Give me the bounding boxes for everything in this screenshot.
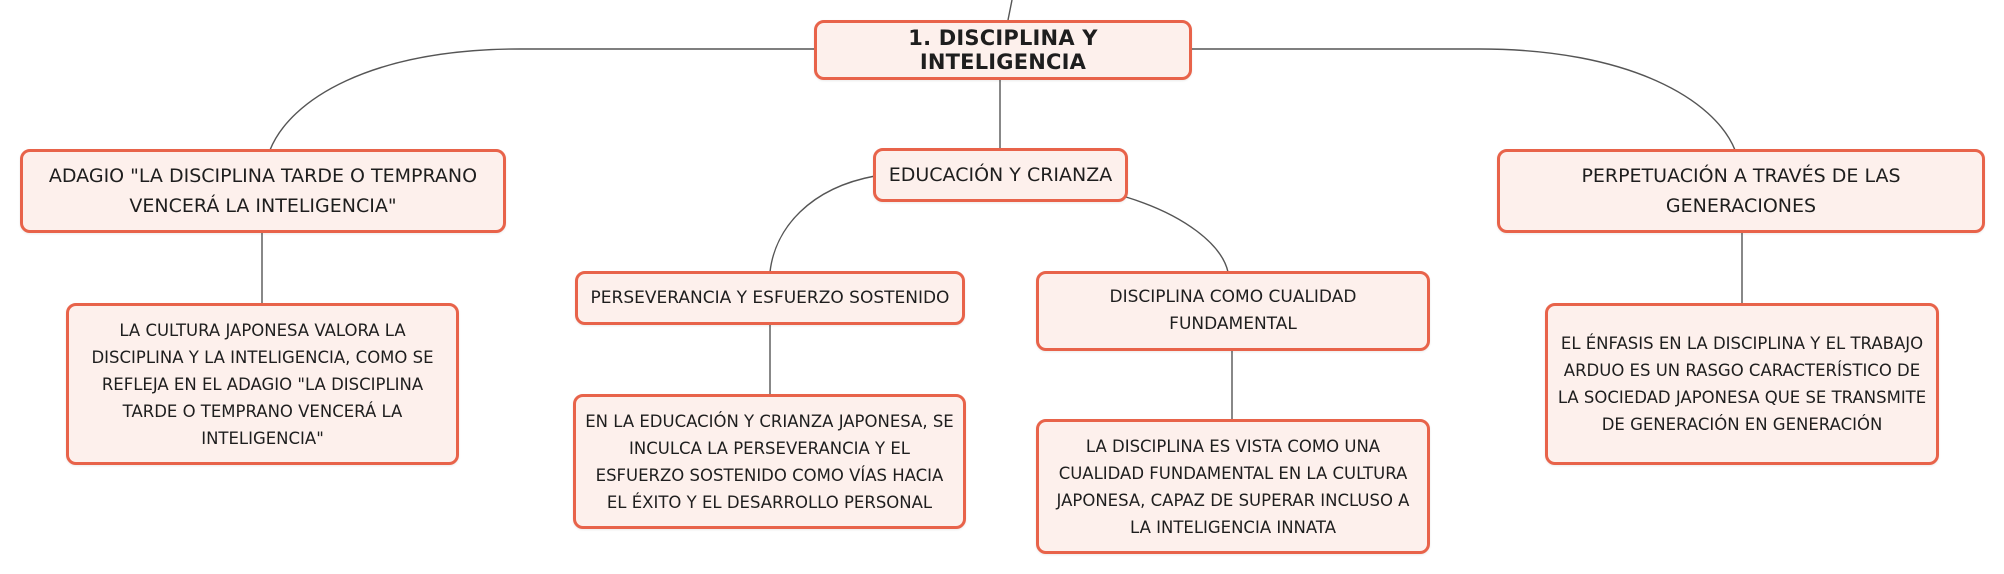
- connector-root-adagio: [269, 48, 816, 151]
- detail-node-perseverancia[interactable]: EN LA EDUCACIÓN Y CRIANZA JAPONESA, SE I…: [573, 394, 966, 529]
- sub-node-disciplina[interactable]: DISCIPLINA COMO CUALIDAD FUNDAMENTAL: [1036, 271, 1430, 351]
- topic-node-perpetuacion-label: PERPETUACIÓN A TRAVÉS DE LAS GENERACIONE…: [1581, 165, 1901, 217]
- detail-node-adagio-text: LA CULTURA JAPONESA VALORA LA DISCIPLINA…: [91, 320, 434, 448]
- sub-node-perseverancia-label: PERSEVERANCIA Y ESFUERZO SOSTENIDO: [590, 287, 950, 308]
- detail-node-perpetuacion-text: EL ÉNFASIS EN LA DISCIPLINA Y EL TRABAJO…: [1557, 334, 1927, 434]
- topic-node-adagio-label: ADAGIO "LA DISCIPLINA TARDE O TEMPRANO V…: [48, 165, 478, 217]
- topic-node-educacion-label: EDUCACIÓN Y CRIANZA: [888, 164, 1113, 186]
- connector-educacion-disciplina: [1125, 196, 1229, 273]
- connector-parent-to-root: [1007, 0, 1013, 21]
- detail-node-adagio[interactable]: LA CULTURA JAPONESA VALORA LA DISCIPLINA…: [66, 303, 459, 465]
- sub-node-disciplina-label: DISCIPLINA COMO CUALIDAD FUNDAMENTAL: [1109, 287, 1357, 334]
- detail-node-disciplina-text: LA DISCIPLINA ES VISTA COMO UNA CUALIDAD…: [1056, 436, 1410, 537]
- root-node[interactable]: 1. DISCIPLINA Y INTELIGENCIA: [814, 20, 1192, 80]
- topic-node-educacion[interactable]: EDUCACIÓN Y CRIANZA: [873, 148, 1128, 202]
- connector-educacion-perseverancia: [769, 175, 876, 273]
- sub-node-perseverancia[interactable]: PERSEVERANCIA Y ESFUERZO SOSTENIDO: [575, 271, 965, 325]
- topic-node-adagio[interactable]: ADAGIO "LA DISCIPLINA TARDE O TEMPRANO V…: [20, 149, 506, 233]
- connector-root-perpetuacion: [1190, 48, 1736, 151]
- topic-node-perpetuacion[interactable]: PERPETUACIÓN A TRAVÉS DE LAS GENERACIONE…: [1497, 149, 1985, 233]
- detail-node-disciplina[interactable]: LA DISCIPLINA ES VISTA COMO UNA CUALIDAD…: [1036, 419, 1430, 554]
- detail-node-perpetuacion[interactable]: EL ÉNFASIS EN LA DISCIPLINA Y EL TRABAJO…: [1545, 303, 1939, 465]
- detail-node-perseverancia-text: EN LA EDUCACIÓN Y CRIANZA JAPONESA, SE I…: [585, 411, 954, 512]
- root-node-label: 1. DISCIPLINA Y INTELIGENCIA: [908, 26, 1098, 74]
